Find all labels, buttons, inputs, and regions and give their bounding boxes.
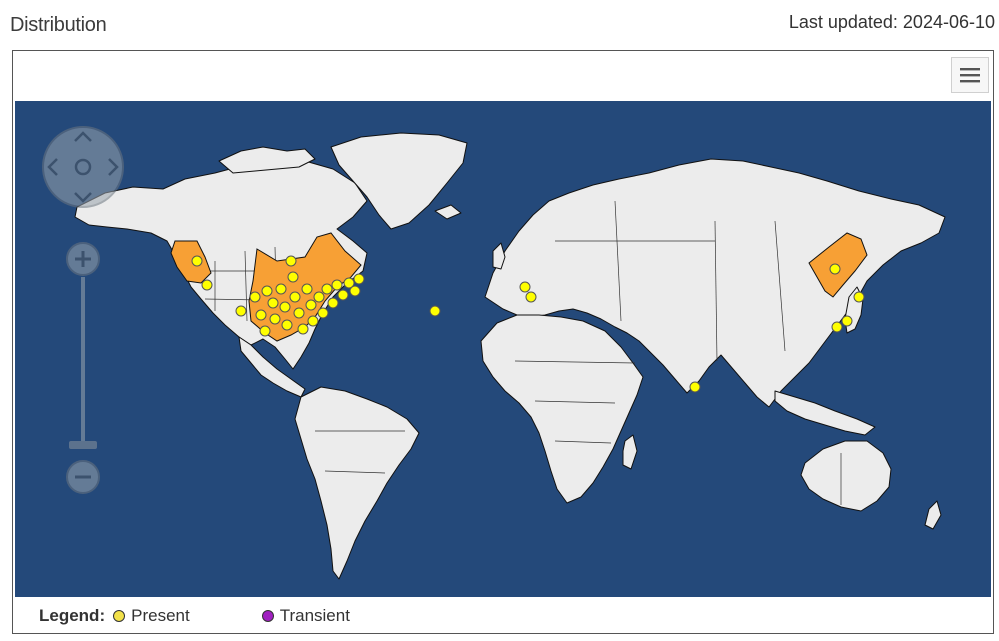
land-iceland [434,204,462,220]
land-canadian-islands [218,146,316,174]
map-menu-button[interactable] [951,57,989,93]
legend-item-present: Present [113,606,190,626]
point[interactable] [289,291,301,303]
point[interactable] [235,305,247,317]
map-toolbar [13,51,993,99]
point[interactable] [287,271,299,283]
transient-dot-icon [261,610,274,622]
section-title: Distribution [10,14,107,36]
point[interactable] [853,291,865,303]
pan-control[interactable] [42,126,124,208]
point[interactable] [275,283,287,295]
point[interactable] [281,319,293,331]
distribution-map-panel: Legend: Present Transient [12,50,994,634]
land-africa [480,314,644,504]
land-eurasia [484,158,946,408]
legend-item-transient: Transient [261,606,350,626]
land-madagascar [622,434,638,470]
last-updated-text: Last updated: 2024-06-10 [788,12,995,32]
hamburger-menu-icon [960,68,980,83]
point[interactable] [829,263,841,275]
legend-item-label: Transient [279,606,350,625]
point[interactable] [249,291,261,303]
point[interactable] [331,279,343,291]
land-greenland [330,132,468,230]
land-new-zealand [924,500,942,530]
point[interactable] [337,289,349,301]
land-australia [800,440,892,512]
point[interactable] [321,283,333,295]
point[interactable] [191,255,203,267]
point[interactable] [259,325,271,337]
map-legend: Legend: Present Transient [39,603,422,629]
point[interactable] [293,307,305,319]
legend-label: Legend: [39,606,106,625]
point[interactable] [327,297,339,309]
point[interactable] [429,305,441,317]
world-map[interactable] [15,101,991,597]
point[interactable] [261,285,273,297]
point[interactable] [689,381,701,393]
point[interactable] [317,307,329,319]
point[interactable] [201,279,213,291]
point[interactable] [353,273,365,285]
point[interactable] [305,299,317,311]
present-dot-icon [113,610,126,622]
point[interactable] [279,301,291,313]
point[interactable] [285,255,297,267]
legend-item-label: Present [131,606,190,625]
region-west-north-america [170,240,212,284]
plus-icon[interactable] [66,242,100,276]
land-southeast-asia-islands [774,390,876,436]
point[interactable] [525,291,537,303]
point[interactable] [313,291,325,303]
point[interactable] [343,277,355,289]
minus-icon[interactable] [66,460,100,494]
point[interactable] [831,321,843,333]
zoom-control[interactable] [66,242,100,494]
land-layer [74,132,946,580]
zoom-slider-track[interactable] [81,277,85,443]
point[interactable] [301,283,313,295]
point[interactable] [307,315,319,327]
zoom-slider-thumb[interactable] [69,441,97,449]
point[interactable] [255,309,267,321]
point[interactable] [297,323,309,335]
land-south-america [294,386,420,580]
point[interactable] [349,285,361,297]
land-uk [492,242,506,270]
point[interactable] [841,315,853,327]
occurrence-points [191,255,865,393]
point[interactable] [267,297,279,309]
world-map-svg [42,126,946,580]
point[interactable] [519,281,531,293]
point[interactable] [269,313,281,325]
